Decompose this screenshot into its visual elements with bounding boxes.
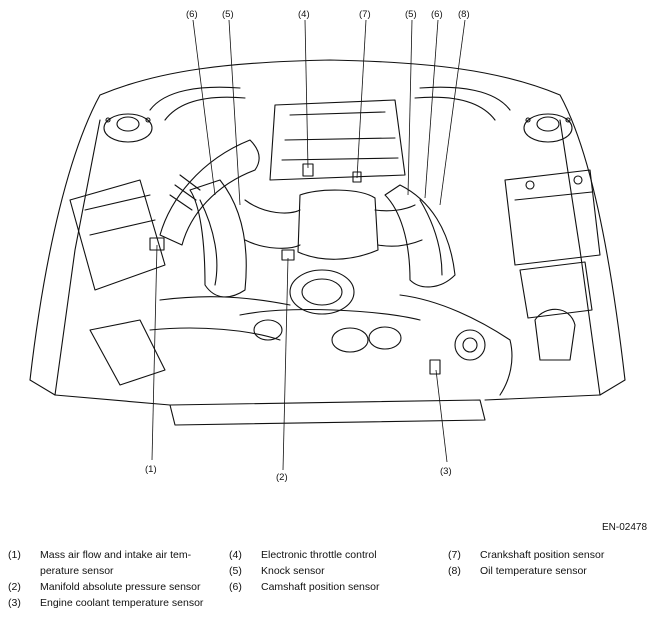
leader-7: [356, 19, 367, 179]
legend-text: Mass air flow and intake air tem-: [40, 549, 192, 561]
leader-6-left: [192, 19, 216, 196]
legend-num: (1): [8, 549, 21, 561]
legend-num: (6): [229, 581, 242, 593]
legend-item-4: (4) Electronic throttle control: [229, 547, 429, 563]
legend-text: Manifold absolute pressure sensor: [40, 581, 201, 593]
leader-6-right: [424, 19, 439, 199]
reservoir: [534, 308, 576, 361]
relay-box: [519, 261, 593, 319]
figure-id: EN-02478: [602, 522, 648, 533]
leader-5-right: [407, 19, 413, 196]
strut-tower-right: [523, 113, 573, 143]
callout-6-left: (6): [186, 9, 198, 20]
legend-num: (2): [8, 581, 21, 593]
legend-item-6: (6) Camshaft position sensor: [229, 579, 429, 595]
callout-5-left: (5): [222, 9, 234, 20]
strut-tower-left: [103, 113, 153, 143]
callout-8: (8): [458, 9, 470, 20]
battery: [504, 169, 601, 266]
air-cleaner-box: [69, 179, 166, 291]
callout-7: (7): [359, 9, 371, 20]
leader-2: [282, 257, 289, 471]
engine-compartment-diagram: (6) (5) (4) (7) (5) (6) (8) (1) (2) (3): [29, 9, 626, 483]
legend-column-1: (1) Mass air flow and intake air tem- pe…: [8, 547, 223, 611]
legend-item-5: (5) Knock sensor: [229, 563, 429, 579]
legend-item-3: (3) Engine coolant temperature sensor: [8, 595, 223, 611]
oil-filler-cap: [454, 329, 486, 361]
legend-item-2: (2) Manifold absolute pressure sensor: [8, 579, 223, 595]
air-intake-duct: [159, 139, 260, 246]
sensor-3: [429, 359, 441, 375]
callout-1: (1): [145, 464, 157, 475]
cylinder-bank-left: [189, 179, 247, 298]
legend-text: Oil temperature sensor: [480, 565, 587, 577]
leader-8: [439, 19, 466, 206]
pulleys: [253, 269, 402, 353]
front-crossmember: [169, 399, 486, 426]
legend-text: Camshaft position sensor: [261, 581, 380, 593]
callout-5-right: (5): [405, 9, 417, 20]
legend-item-1: (1) Mass air flow and intake air tem- pe…: [8, 547, 223, 579]
throttle-body: [297, 189, 379, 260]
legend-text-continued: perature sensor: [40, 565, 114, 577]
callout-6-right: (6): [431, 9, 443, 20]
leader-1: [151, 244, 158, 461]
legend-item-7: (7) Crankshaft position sensor: [448, 547, 648, 563]
fender-right: [559, 119, 626, 396]
legend-text: Knock sensor: [261, 565, 325, 577]
leader-5-left: [228, 19, 241, 206]
legend-column-2: (4) Electronic throttle control (5) Knoc…: [229, 547, 429, 595]
callout-2: (2): [276, 472, 288, 483]
fender-left: [29, 119, 101, 396]
legend-text: Electronic throttle control: [261, 549, 377, 561]
legend-num: (4): [229, 549, 242, 561]
legend-num: (8): [448, 565, 461, 577]
legend-item-8: (8) Oil temperature sensor: [448, 563, 648, 579]
intake-manifold-cover: [269, 99, 406, 181]
legend-text: Engine coolant temperature sensor: [40, 597, 204, 609]
callout-4: (4): [298, 9, 310, 20]
engine-bay-outline: [29, 59, 626, 381]
cylinder-bank-right: [384, 184, 456, 288]
legend-text: Crankshaft position sensor: [480, 549, 605, 561]
leader-3: [435, 369, 448, 463]
legend-num: (3): [8, 597, 21, 609]
legend-num: (7): [448, 549, 461, 561]
leader-4: [304, 19, 309, 169]
legend-column-3: (7) Crankshaft position sensor (8) Oil t…: [448, 547, 648, 579]
legend-num: (5): [229, 565, 242, 577]
callout-3: (3): [440, 466, 452, 477]
